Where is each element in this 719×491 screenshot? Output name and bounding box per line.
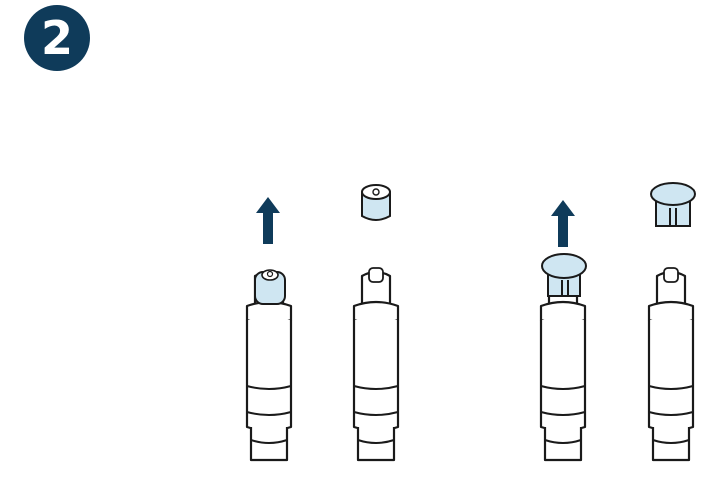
pen-1 xyxy=(245,197,293,462)
wide-cap-detached xyxy=(650,182,696,227)
wide-cap-attached xyxy=(541,253,587,297)
pen-2 xyxy=(352,184,400,462)
up-arrow-icon xyxy=(256,197,280,244)
pen-4 xyxy=(647,182,696,462)
step-number-badge: 2 xyxy=(24,5,90,71)
small-cap-detached xyxy=(361,184,391,221)
up-arrow-icon xyxy=(551,200,575,247)
small-cap-attached xyxy=(254,269,286,305)
pen-3 xyxy=(539,200,587,462)
